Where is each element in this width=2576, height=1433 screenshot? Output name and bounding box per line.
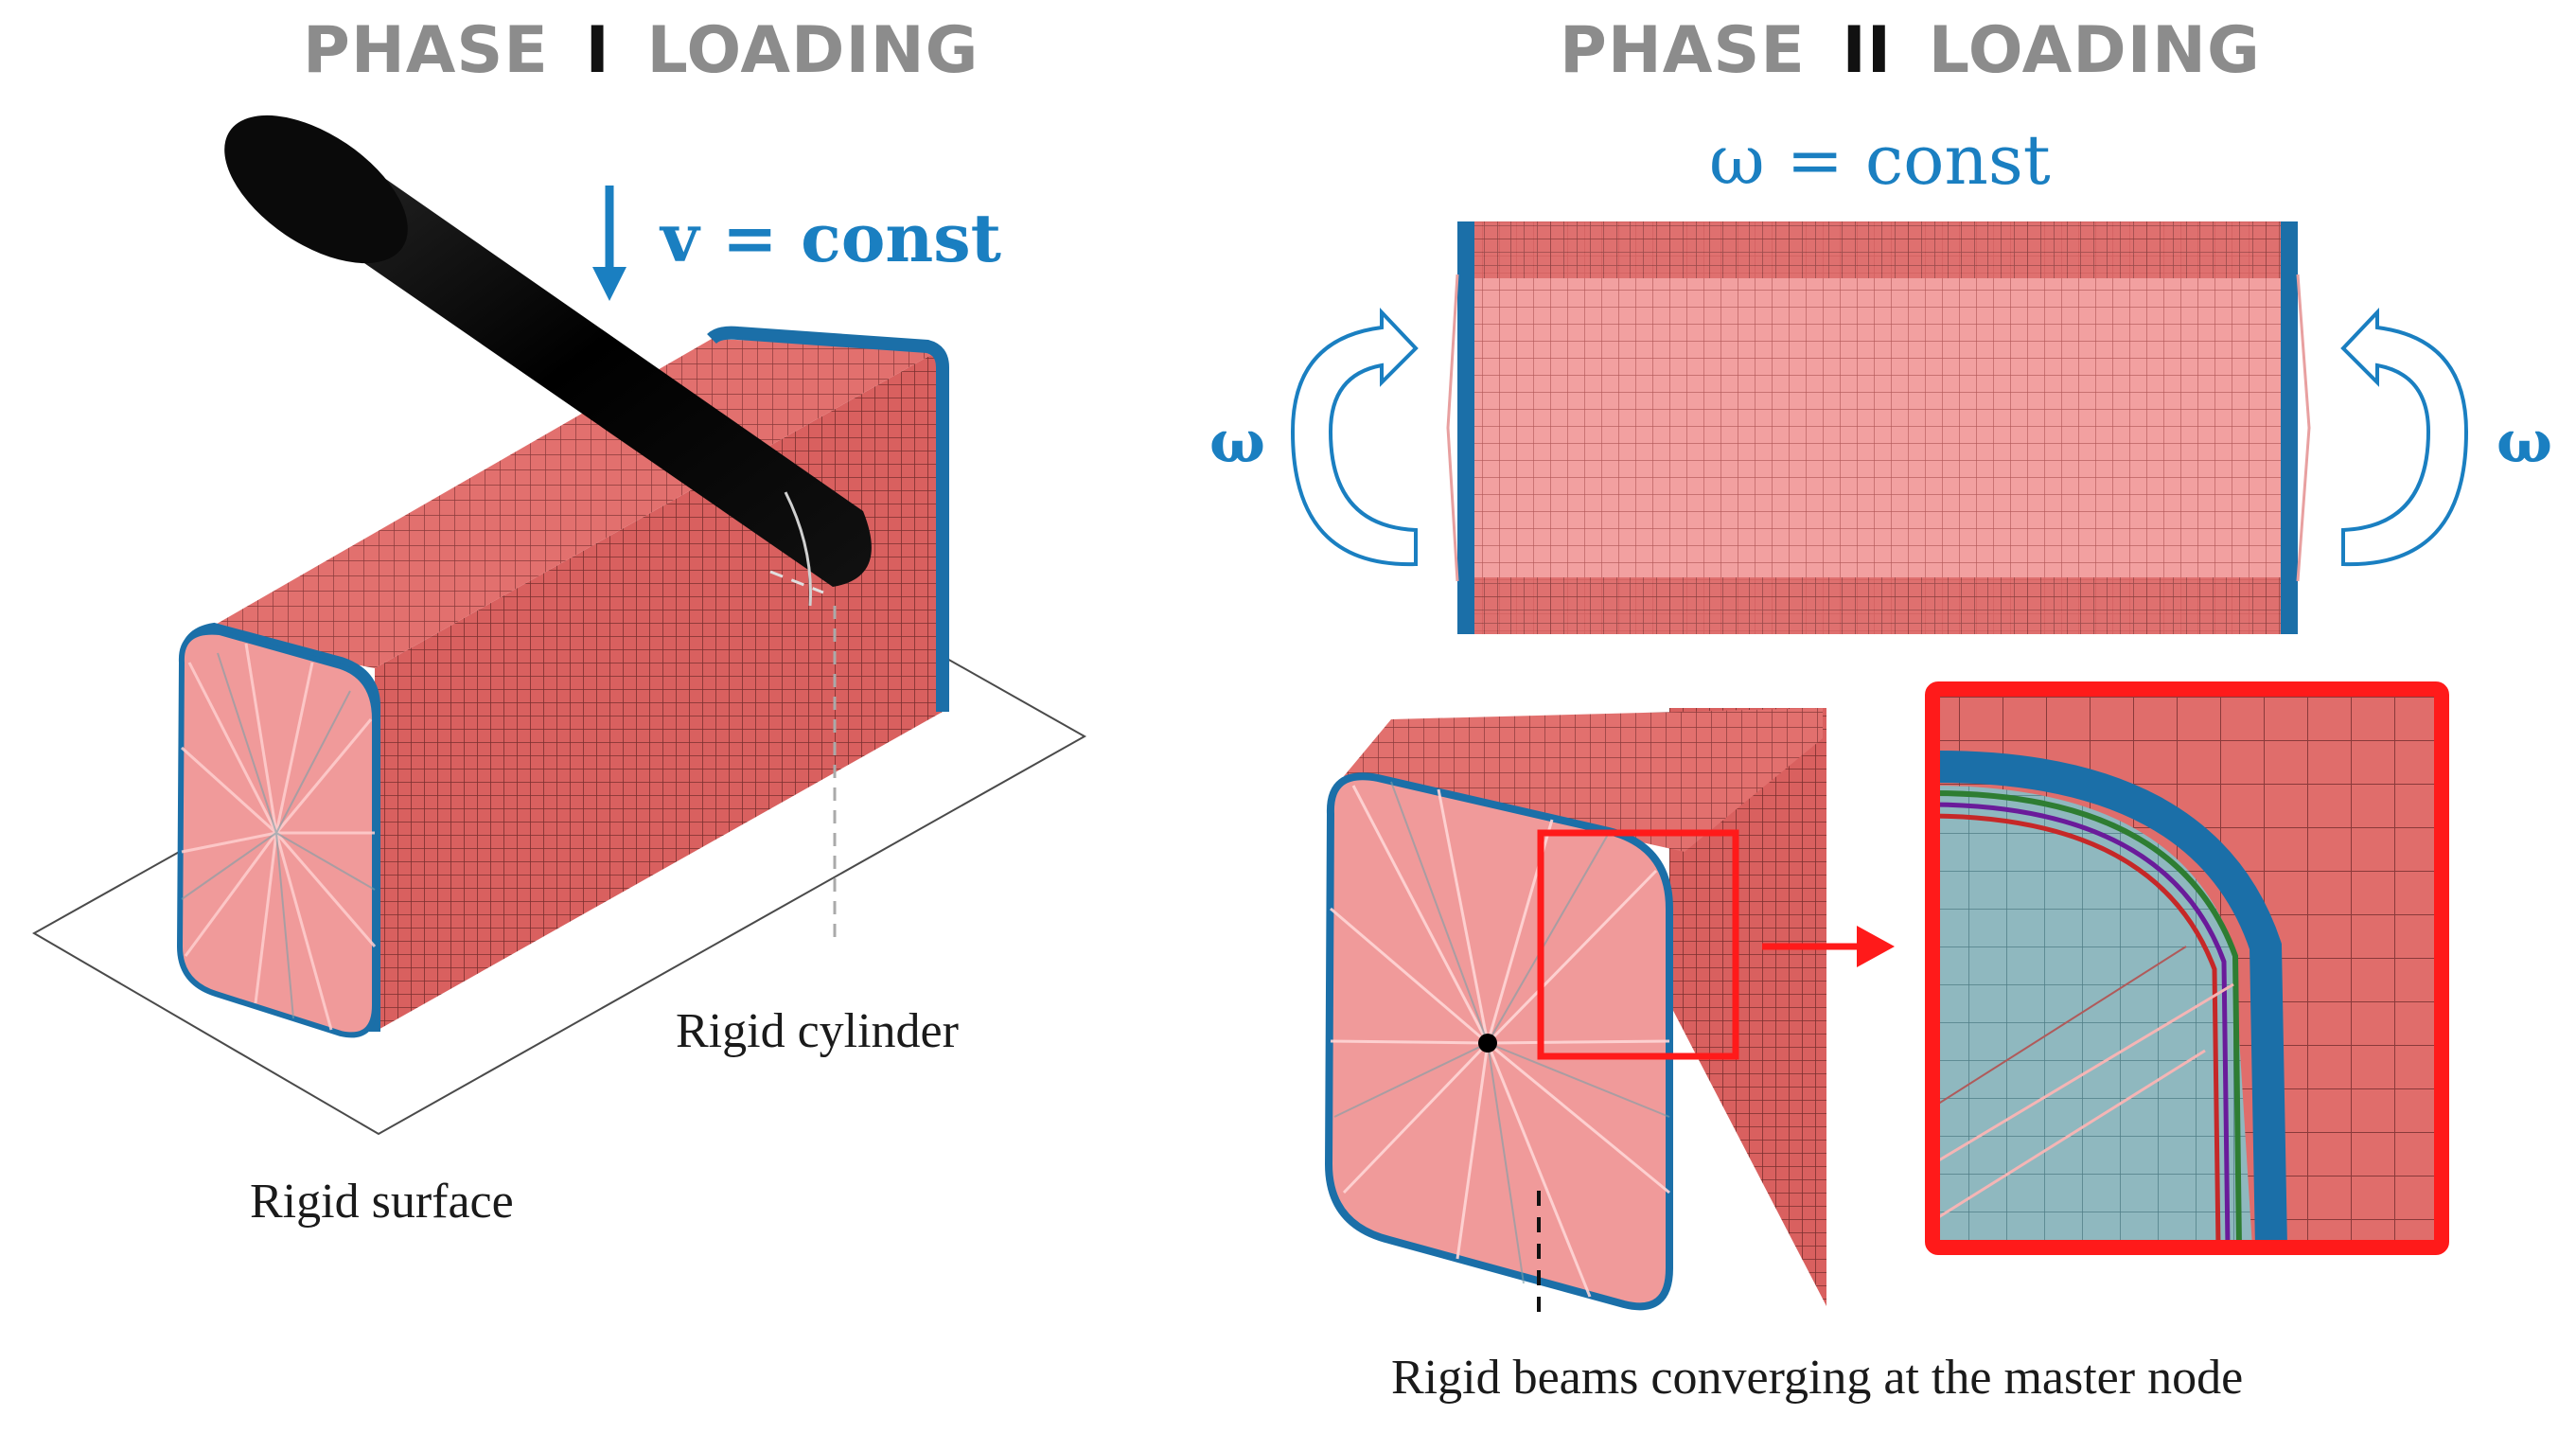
- side-view-left-edge: [1457, 221, 1474, 634]
- rigid-beams-caption: Rigid beams converging at the master nod…: [1391, 1351, 2243, 1405]
- side-view-right-edge: [2281, 221, 2298, 634]
- phase2-title-left: PHASE: [1560, 13, 1806, 88]
- phase2-title-roman: II: [1843, 13, 1893, 88]
- rotation-arrow-right-icon: [2340, 307, 2469, 567]
- cylinder-highlight: [784, 491, 812, 607]
- box-top-face: [199, 339, 943, 668]
- box2-radial-shadows: [1333, 781, 1670, 1284]
- svg-text:PHASE II LOADING: PHASE II LOADING: [1560, 13, 2261, 88]
- omega-right-label: ω: [2497, 407, 2552, 476]
- zoom-detail-panel: [1932, 689, 2442, 1247]
- front-face-radial-beams: [180, 643, 377, 1031]
- omega-left-label: ω: [1209, 407, 1265, 476]
- rigid-cylinder: [224, 115, 872, 607]
- side-view-left-bulge: [1446, 274, 1459, 582]
- rotation-arrow-left-icon: [1290, 307, 1419, 567]
- phase1-title-left: PHASE: [303, 13, 549, 88]
- phase2-top-diagram: ω = const ω ω: [1209, 120, 2552, 634]
- zoom-arrow-head: [1857, 926, 1895, 967]
- omega-const-label: ω = const: [1709, 120, 2051, 200]
- zoom-detail-frame: [1925, 681, 2449, 1255]
- cylinder-body: [264, 147, 872, 587]
- rigid-surface-caption: Rigid surface: [250, 1175, 514, 1229]
- phase2-title: PHASE II LOADING: [1560, 13, 2261, 88]
- velocity-label: v = const: [659, 199, 1001, 277]
- zoom-source-box: [1537, 829, 1739, 1060]
- box2-top-face: [1344, 708, 1823, 852]
- cylinder-axis-dash: [769, 570, 824, 594]
- phase1-diagram: v = const Rigid cylinder Rigid surface: [31, 115, 1087, 1229]
- box2-front-face: [1324, 772, 1673, 1311]
- phase1-title-roman: I: [586, 13, 610, 88]
- side-view-top-band: [1457, 221, 2298, 278]
- phase1-title-right: LOADING: [647, 13, 979, 88]
- rigid-cylinder-caption: Rigid cylinder: [676, 1004, 959, 1058]
- master-node: [1478, 1034, 1497, 1053]
- box-edge-strip-top: [707, 326, 949, 712]
- cylinder-end-cap: [224, 115, 408, 264]
- phase2-title-right: LOADING: [1929, 13, 2261, 88]
- svg-text:PHASE I LOADING: PHASE I LOADING: [303, 13, 979, 88]
- side-view-right-bulge: [2296, 274, 2311, 582]
- side-view-box: [1457, 221, 2298, 634]
- front-face-radial-shadows: [181, 652, 376, 1019]
- box2-side-face: [1669, 708, 1826, 1306]
- phase2-bottom-diagram: Rigid beams converging at the master nod…: [1324, 681, 2449, 1405]
- side-view-bottom-band: [1457, 577, 2298, 634]
- phase1-title: PHASE I LOADING: [303, 13, 979, 88]
